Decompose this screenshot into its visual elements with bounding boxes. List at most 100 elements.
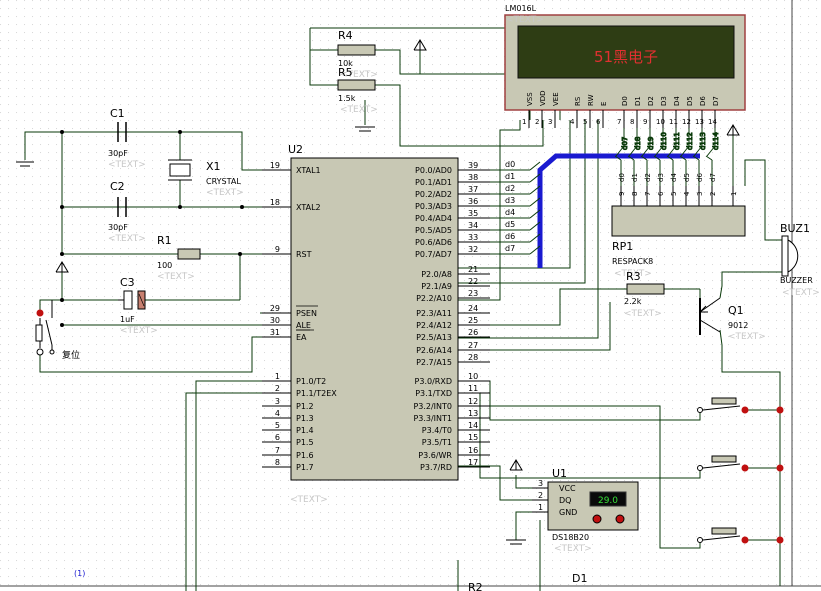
temp-up-button[interactable] — [615, 514, 625, 524]
mcu-pin-number: 34 — [468, 221, 478, 230]
resistor-r4[interactable] — [337, 44, 376, 56]
lcd-pin-number: 10 — [656, 118, 665, 126]
lcd-pins: VSS1VDD2VEE3RS4RW5E6D07D18D29D310D411D51… — [522, 90, 720, 128]
lcd-pin-number: 8 — [630, 118, 634, 126]
lcd-pin-label: VEE — [552, 92, 560, 106]
crystal-x1[interactable] — [168, 159, 192, 181]
capacitor-c1[interactable] — [117, 122, 127, 142]
d1-ref: D1 — [572, 572, 587, 585]
u1-placeholder: <TEXT> — [554, 544, 592, 554]
mcu-pin-number: 13 — [468, 409, 478, 418]
reset-button[interactable] — [35, 300, 55, 356]
power-symbols — [55, 39, 740, 471]
resistor-r1[interactable] — [177, 248, 201, 260]
mcu-pin-number: 23 — [468, 289, 478, 298]
rp1-net-label: d1 — [631, 173, 639, 182]
mcu-pin-label: P2.1/A9 — [421, 282, 452, 291]
c3-placeholder: <TEXT> — [120, 326, 158, 336]
net-label: d6 — [505, 232, 515, 241]
rp1-pin-number: 1 — [730, 192, 738, 196]
lcd-ref: LM016L — [505, 4, 537, 13]
mcu-pin-number: 25 — [468, 316, 478, 325]
lcd-pin-label: VSS — [526, 92, 534, 106]
buzzer-buz1[interactable] — [781, 235, 799, 277]
lcd-pin-label: VDD — [539, 90, 547, 106]
sensor-reading: 29.0 — [598, 496, 618, 506]
transistor-q1[interactable] — [698, 297, 721, 335]
sensor-u1[interactable]: 29.0 — [547, 481, 639, 531]
r1-value: 100 — [157, 261, 172, 270]
mcu-pin-number: 22 — [468, 277, 478, 286]
mcu-pin-label: P0.6/AD6 — [415, 238, 452, 247]
r2-ref: R2 — [468, 581, 483, 591]
lcd-pin-number: 9 — [643, 118, 647, 126]
u1-ref: U1 — [552, 467, 567, 480]
lcd-pin-label: RW — [587, 94, 595, 106]
rp1-pin-number: 6 — [657, 191, 665, 196]
u1-pin-label: GND — [559, 508, 577, 517]
rp1-net-label: d5 — [683, 173, 691, 182]
r5-placeholder: <TEXT> — [340, 105, 378, 115]
mcu-pin-number: 39 — [468, 161, 478, 170]
mcu-pin-number: 6 — [275, 433, 280, 442]
bus-entry — [692, 155, 700, 161]
mcu-pin-number: 37 — [468, 185, 478, 194]
bus-entry — [628, 145, 638, 157]
mcu-pin-number: 36 — [468, 197, 478, 206]
lcd-net-label: d112 — [686, 132, 694, 150]
lcd-net-label: d07 — [621, 137, 629, 150]
resistor-pack-rp1[interactable] — [611, 205, 746, 237]
u1-value: DS18B20 — [552, 533, 589, 542]
push-button-1[interactable] — [697, 397, 784, 414]
net-label: d5 — [505, 220, 515, 229]
bus-entry — [529, 221, 541, 231]
lcd-pin-number: 14 — [708, 118, 717, 126]
resistor-r3[interactable] — [626, 283, 665, 295]
mcu-pin-label: PSEN — [296, 309, 317, 318]
resistor-r5[interactable] — [337, 79, 376, 91]
r1-ref: R1 — [157, 234, 172, 247]
x1-placeholder: <TEXT> — [206, 188, 244, 198]
rp1-net-label: d4 — [670, 173, 678, 182]
q1-value: 9012 — [728, 321, 748, 330]
mcu-pin-number: 28 — [468, 353, 478, 362]
push-button-3[interactable] — [697, 527, 784, 544]
mcu-pin-number: 33 — [468, 233, 478, 242]
temp-down-button[interactable] — [592, 514, 602, 524]
mcu-right-pins: 39P0.0/AD0d038P0.1/AD1d137P0.2/AD2d236P0… — [413, 160, 541, 472]
sensor-display — [589, 491, 627, 507]
lcd-net-label: d19 — [647, 137, 655, 150]
mcu-pin-label: P0.7/AD7 — [415, 250, 452, 259]
mcu-pin-label: P0.2/AD2 — [415, 190, 452, 199]
mcu-pin-number: 10 — [468, 372, 478, 381]
mcu-pin-number: 24 — [468, 304, 478, 313]
mcu-pin-label: P2.2/A10 — [416, 294, 452, 303]
net-label: d0 — [505, 160, 515, 169]
push-button-2[interactable] — [697, 455, 784, 472]
mcu-u2[interactable]: U2 <TEXT> 19XTAL118XTAL29RST29PSEN30ALE3… — [262, 143, 541, 505]
lcd-module[interactable]: 51黑电子 LM016L <TEXT> VSS1VDD2VEE3RS4RW5E6… — [504, 4, 746, 128]
junctions — [60, 130, 244, 327]
capacitor-c3[interactable] — [118, 290, 146, 310]
rp1-value: RESPACK8 — [612, 257, 653, 266]
mcu-pin-label: EA — [296, 333, 307, 342]
bus-entry — [529, 233, 541, 243]
bus-entry — [641, 145, 651, 157]
mcu-pin-label: P1.7 — [296, 463, 314, 472]
lcd-pin-label: D3 — [660, 96, 668, 106]
lcd-net-label: d114 — [712, 132, 720, 150]
reset-label: 复位 — [62, 349, 80, 361]
rp1-net-label: d6 — [696, 173, 704, 182]
capacitor-c2[interactable] — [117, 197, 127, 217]
lcd-pin-label: RS — [574, 96, 582, 106]
mcu-pin-label: P3.4/T0 — [422, 426, 452, 435]
mcu-pin-label: P3.1/TXD — [415, 389, 452, 398]
mcu-pin-label: P3.5/T1 — [422, 438, 452, 447]
mcu-pin-number: 3 — [275, 397, 280, 406]
lcd-pin-number: 5 — [583, 118, 587, 126]
r4-placeholder: <TEXT> — [340, 70, 378, 80]
ground-symbols — [16, 126, 526, 545]
rp1-net-label: d7 — [709, 173, 717, 182]
